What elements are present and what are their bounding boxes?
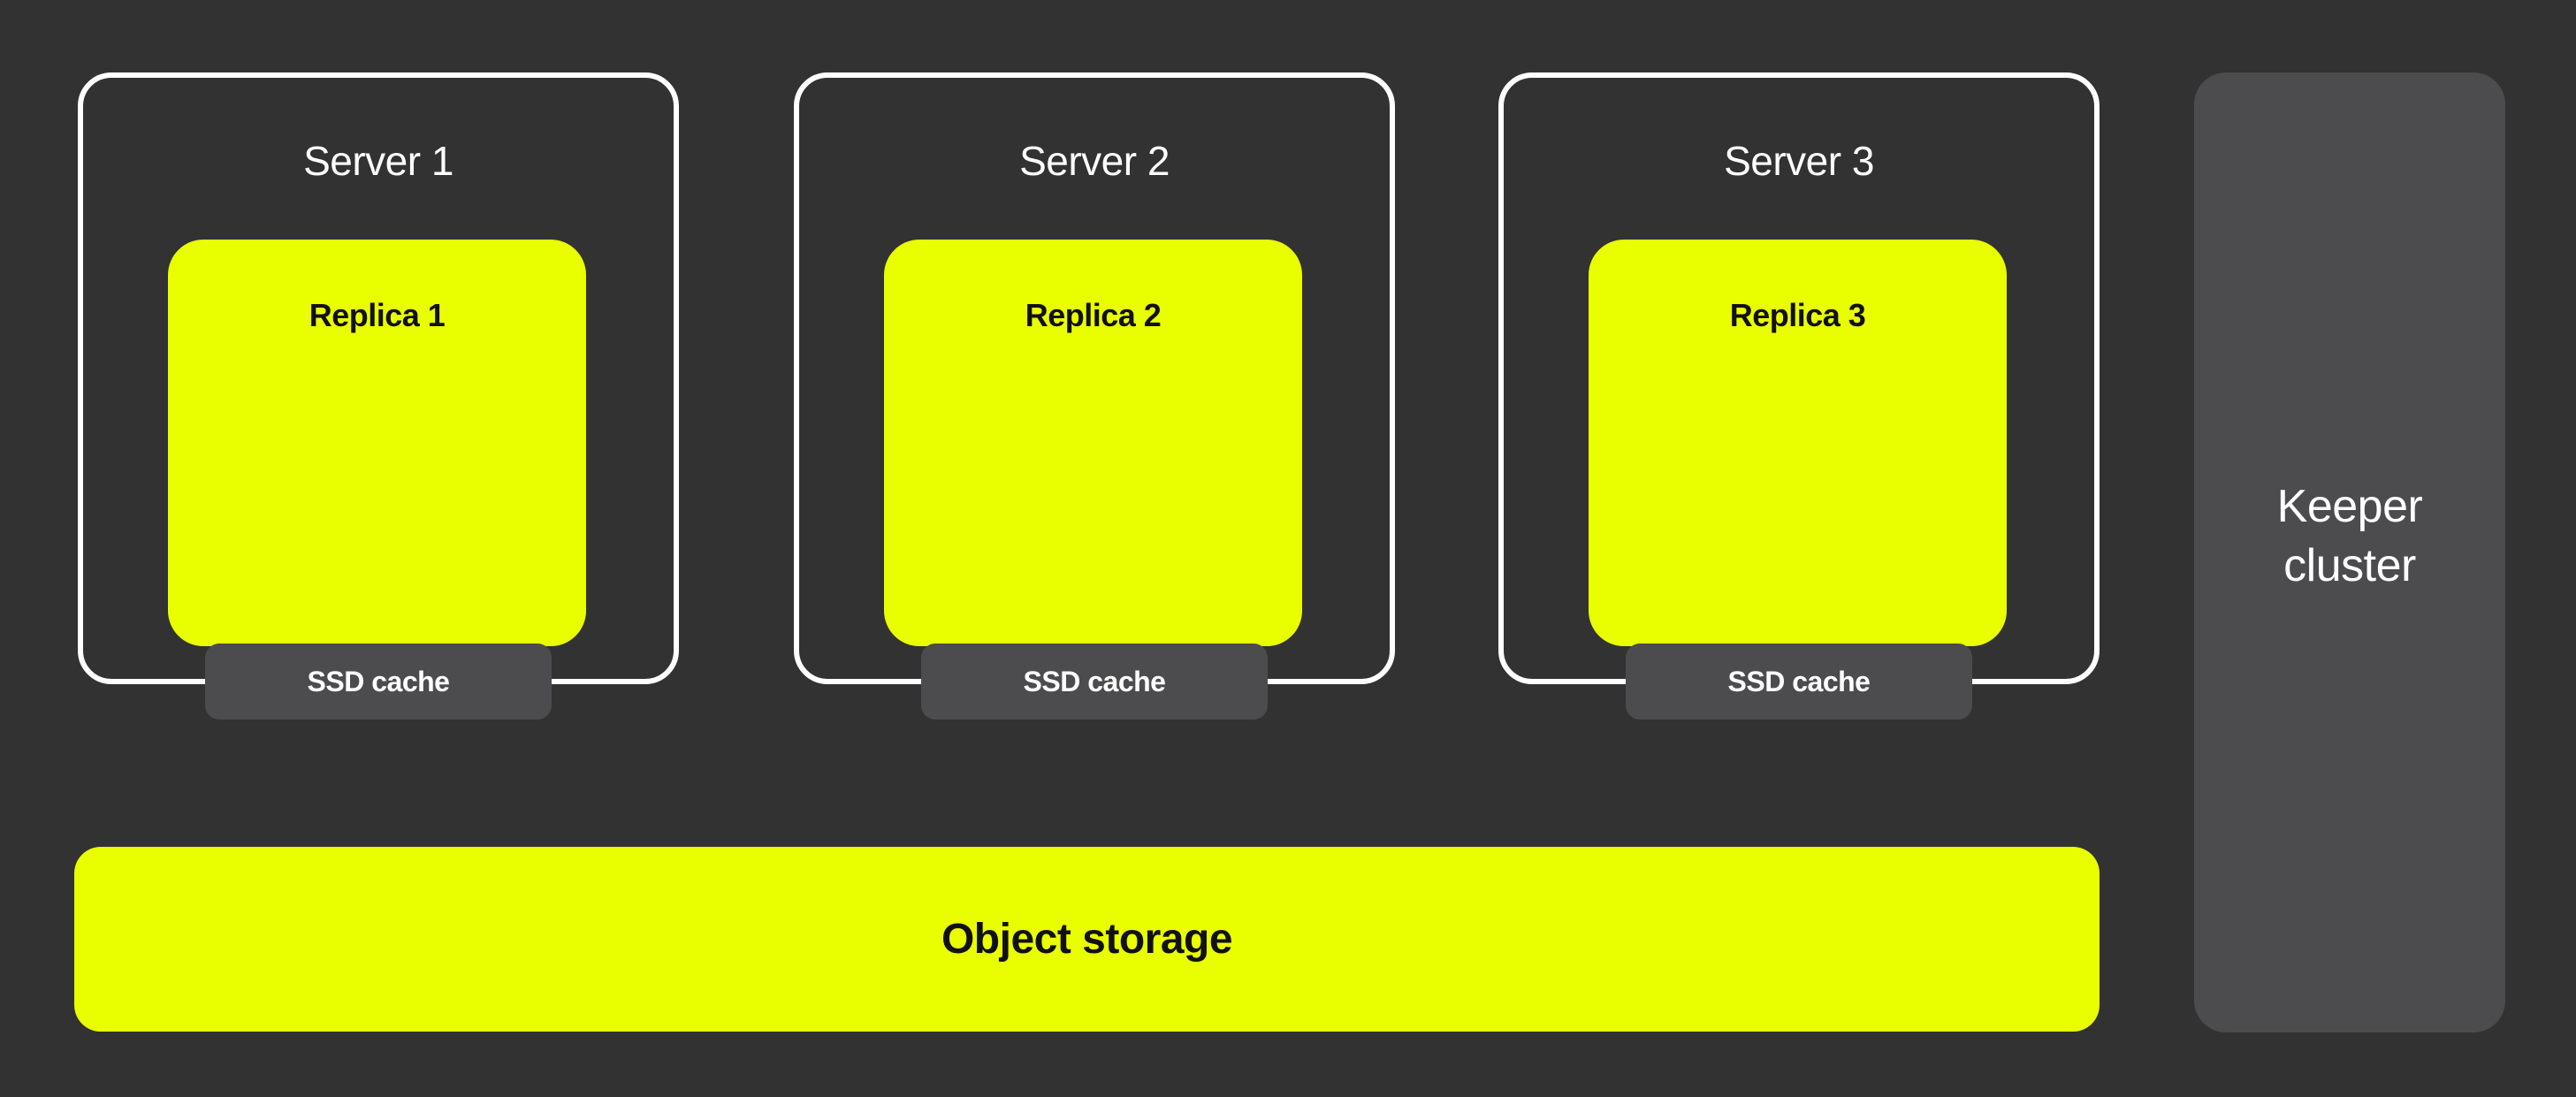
server-3-box: Server 3 Replica 3 SSD cache bbox=[1498, 72, 2100, 720]
server-3-title: Server 3 bbox=[1724, 138, 1874, 184]
keeper-cluster-label-line2: cluster bbox=[2283, 540, 2416, 591]
object-storage-label: Object storage bbox=[941, 916, 1233, 963]
server-3-ssd-cache-label: SSD cache bbox=[1727, 665, 1871, 697]
replica-3-label: Replica 3 bbox=[1729, 297, 1866, 333]
server-2-title: Server 2 bbox=[1019, 138, 1170, 184]
server-2-ssd-cache-badge: SSD cache bbox=[921, 644, 1268, 720]
server-3-ssd-cache-badge: SSD cache bbox=[1626, 644, 1972, 720]
replica-2-box: Replica 2 bbox=[884, 240, 1302, 646]
replica-1-label: Replica 1 bbox=[309, 297, 446, 333]
server-1-title: Server 1 bbox=[303, 138, 453, 184]
replica-1-box: Replica 1 bbox=[168, 240, 586, 646]
replica-3-box: Replica 3 bbox=[1589, 240, 2007, 646]
keeper-cluster-label-line1: Keeper bbox=[2276, 481, 2423, 532]
replica-2-label: Replica 2 bbox=[1025, 297, 1162, 333]
server-1-box: Server 1 Replica 1 SSD cache bbox=[78, 72, 679, 720]
server-2-box: Server 2 Replica 2 SSD cache bbox=[794, 72, 1395, 720]
server-2-ssd-cache-label: SSD cache bbox=[1023, 665, 1166, 697]
server-1-ssd-cache-label: SSD cache bbox=[307, 665, 450, 697]
object-storage-box: Object storage bbox=[74, 847, 2100, 1032]
keeper-cluster-box: Keeper cluster bbox=[2194, 72, 2505, 1032]
server-1-ssd-cache-badge: SSD cache bbox=[205, 644, 552, 720]
